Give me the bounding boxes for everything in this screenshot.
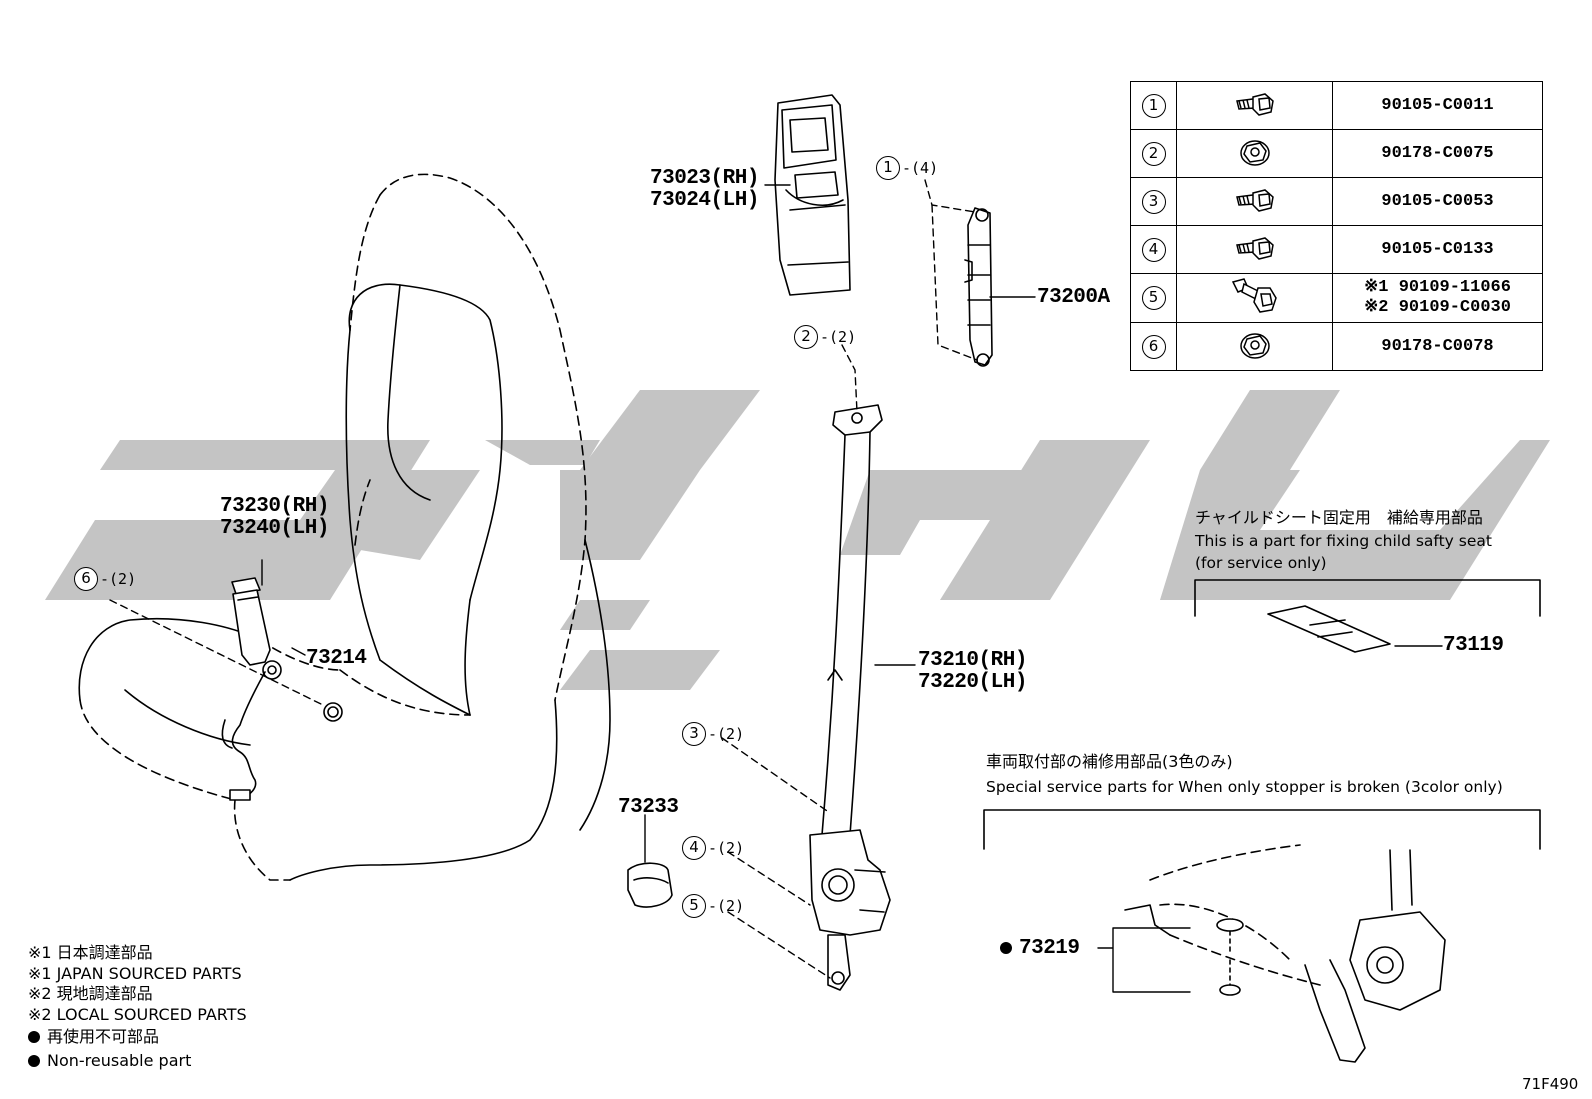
part-number: ※2 90109-C0030 (1364, 298, 1511, 317)
fastener-dashed-paths (109, 179, 978, 979)
parts-table-row: 6 90178-C0078 (1130, 322, 1543, 371)
part-number: 90178-C0075 (1381, 143, 1494, 163)
fastener-number-badge: 1 (1141, 93, 1166, 118)
leader-lines (261, 184, 1443, 993)
fastener-number-badge: 6 (1141, 334, 1166, 359)
parts-table-partno-cell: 90105-C0053 (1332, 177, 1543, 226)
parts-table-num-cell: 2 (1130, 129, 1177, 178)
figure-code: 71F490 (1522, 1075, 1579, 1093)
fastener-qty-1: -(4) (902, 159, 939, 177)
fastener-qty-6: -(2) (100, 570, 137, 588)
outer-belt-assembly (809, 404, 891, 991)
legend-line-1: ※1 日本調達部品 (28, 943, 153, 962)
flange-nut-icon (1176, 129, 1333, 178)
stopper-note-jp: 車両取付部の補修用部品(3色のみ) (986, 752, 1233, 771)
fastener-number-badge: 2 (1141, 141, 1166, 166)
label-stopper-part: 73219 (1000, 938, 1080, 959)
legend-line-2: ※1 JAPAN SOURCED PARTS (28, 963, 242, 983)
fastener-qty-4: -(2) (708, 839, 745, 857)
fastener-number-badge: 3 (1141, 189, 1166, 214)
parts-table-num-cell: 1 (1130, 81, 1177, 130)
part-number: ※1 90109-11066 (1364, 278, 1511, 297)
stopper-detail (1124, 844, 1446, 1063)
seat-outline (78, 173, 611, 881)
parts-table-row: 2 90178-C0075 (1130, 129, 1543, 178)
fastener-qty-5: -(2) (708, 897, 745, 915)
bolt-cover-73214 (323, 702, 343, 722)
fastener-number-badge: 4 (1141, 237, 1166, 262)
non-reusable-en-text: Non-reusable part (47, 1050, 192, 1070)
label-outer-belt-rh: 73210(RH) (918, 649, 1027, 672)
flange-bolt-icon (1176, 177, 1333, 226)
parts-table-num-cell: 5 (1130, 273, 1177, 323)
child-seat-note-en: This is a part for fixing child safty se… (1195, 532, 1492, 550)
label-buckle-lh: 73240(LH) (220, 517, 329, 540)
flange-bolt-icon (1176, 81, 1333, 130)
shoulder-bolt-icon (1176, 273, 1333, 323)
parts-table-row: 1 90105-C0011 (1130, 81, 1543, 130)
part-number: 90178-C0078 (1381, 336, 1494, 356)
fastener-callout-6: 6 (74, 567, 98, 591)
label-child-seat-part: 73119 (1443, 634, 1504, 657)
stopper-part-number: 73219 (1019, 937, 1080, 960)
label-adjuster: 73200A (1037, 286, 1110, 309)
flange-nut-icon (1176, 322, 1333, 371)
parts-table-partno-cell: 90105-C0133 (1332, 225, 1543, 274)
fastener-parts-table: 1 90105-C0011 2 90178-C0075 3 90105-C0053 4 901… (1130, 81, 1543, 371)
part-number: 90105-C0053 (1381, 191, 1494, 211)
shoulder-adjuster (964, 207, 993, 367)
fastener-qty-2: -(2) (820, 328, 857, 346)
label-buckle-rh: 73230(RH) (220, 495, 329, 518)
part-number: 90105-C0011 (1381, 95, 1494, 115)
fastener-callout-3: 3 (682, 722, 706, 746)
buckle-assembly (221, 577, 282, 801)
label-bolt-cover: 73214 (306, 647, 367, 670)
child-seat-note-jp: チャイルドシート固定用 補給専用部品 (1195, 508, 1483, 527)
parts-table-num-cell: 3 (1130, 177, 1177, 226)
cover-73233 (627, 862, 673, 908)
non-reusable-dot-icon (28, 1054, 40, 1067)
label-cover-73233: 73233 (618, 796, 679, 819)
fastener-callout-1: 1 (876, 156, 900, 180)
fastener-callout-5: 5 (682, 894, 706, 918)
child-seat-note-service: (for service only) (1195, 554, 1327, 572)
parts-table-partno-cell: 90178-C0075 (1332, 129, 1543, 178)
non-reusable-dot-icon (28, 1031, 40, 1043)
part-number: 90105-C0133 (1381, 239, 1494, 259)
legend: ※1 日本調達部品 ※1 JAPAN SOURCED PARTS ※2 現地調達… (28, 943, 247, 1071)
label-retractor-cover-rh: 73023(RH) (650, 167, 759, 190)
retractor-cover (774, 94, 851, 296)
legend-non-reusable-jp: 再使用不可部品 (28, 1027, 247, 1048)
child-seat-bracket (1267, 605, 1391, 653)
child-seat-note-bracket (1194, 579, 1541, 617)
watermark-logo (45, 390, 1550, 690)
fastener-callout-4: 4 (682, 836, 706, 860)
label-retractor-cover-lh: 73024(LH) (650, 189, 759, 212)
fastener-callout-2: 2 (794, 325, 818, 349)
label-outer-belt-lh: 73220(LH) (918, 671, 1027, 694)
legend-line-4: ※2 LOCAL SOURCED PARTS (28, 1004, 247, 1024)
non-reusable-marker-icon (1000, 942, 1012, 954)
parts-table-partno-cell: 90178-C0078 (1332, 322, 1543, 371)
parts-table-row: 5 ※1 90109-11066※2 90109-C0030 (1130, 273, 1543, 323)
parts-table-row: 3 90105-C0053 (1130, 177, 1543, 226)
legend-non-reusable-en: Non-reusable part (28, 1051, 247, 1072)
parts-table-row: 4 90105-C0133 (1130, 225, 1543, 274)
parts-table-partno-cell: ※1 90109-11066※2 90109-C0030 (1332, 273, 1543, 323)
parts-table-num-cell: 4 (1130, 225, 1177, 274)
parts-table-num-cell: 6 (1130, 322, 1177, 371)
legend-line-3: ※2 現地調達部品 (28, 984, 153, 1003)
stopper-note-en: Special service parts for When only stop… (986, 778, 1503, 796)
fastener-qty-3: -(2) (708, 725, 745, 743)
stopper-note-bracket (983, 809, 1541, 850)
flange-bolt-icon (1176, 225, 1333, 274)
non-reusable-jp-text: 再使用不可部品 (47, 1027, 160, 1046)
parts-table-partno-cell: 90105-C0011 (1332, 81, 1543, 130)
fastener-number-badge: 5 (1141, 286, 1166, 310)
